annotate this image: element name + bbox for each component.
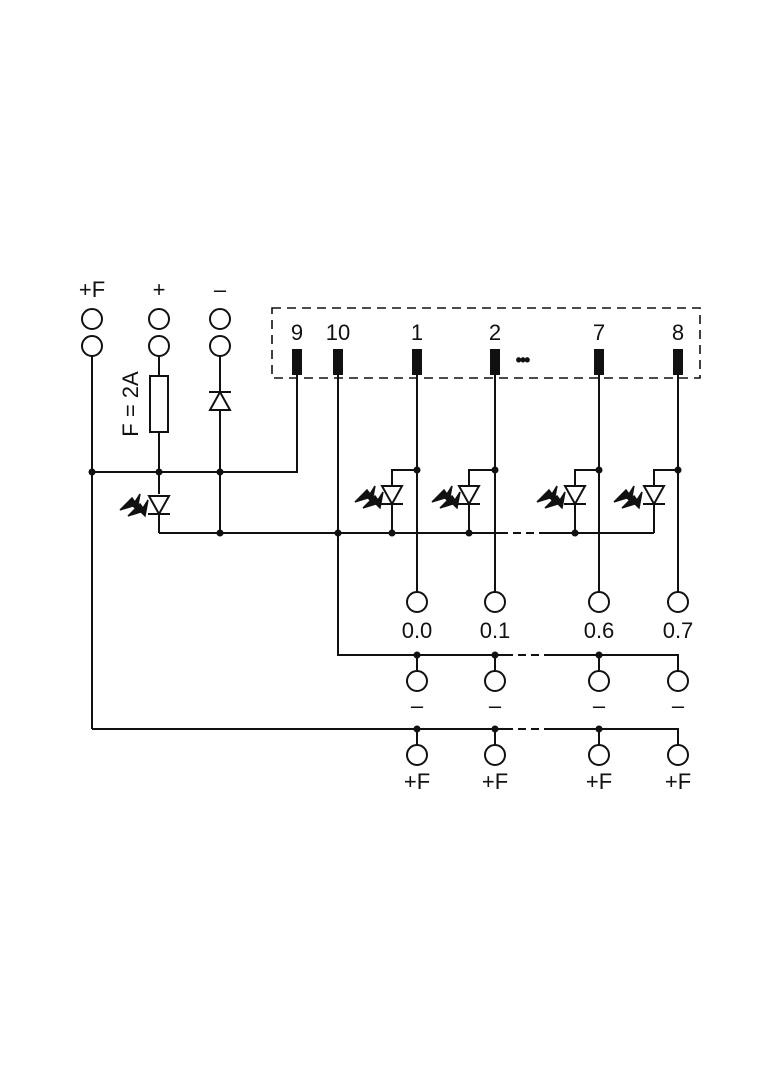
diode-minus-line — [208, 389, 232, 411]
pin-label-1: 1 — [411, 320, 423, 345]
led-power — [147, 495, 171, 533]
junction-dot — [155, 468, 163, 476]
output-label-0-1: 0.1 — [480, 618, 511, 643]
junction-dot — [216, 529, 224, 537]
minus-label: – — [593, 693, 606, 718]
led-light-icon — [536, 485, 566, 510]
plus-f-terminals — [406, 725, 689, 766]
pin-1 — [412, 349, 422, 375]
fuse-label: F = 2A — [118, 371, 143, 437]
pin-ellipsis: ••• — [516, 350, 531, 370]
junction-dot — [88, 468, 96, 476]
junction-dot — [216, 468, 224, 476]
output-channel-8 — [642, 375, 689, 613]
pin-label-9: 9 — [291, 320, 303, 345]
pin-10 — [333, 349, 343, 375]
pin-2 — [490, 349, 500, 375]
pin-9 — [292, 349, 302, 375]
plus-f-label: +F — [482, 769, 508, 794]
plus-f-label: +F — [404, 769, 430, 794]
connector-frame — [271, 307, 701, 379]
minus-label: – — [489, 693, 502, 718]
minus-label: – — [672, 693, 685, 718]
terminal-plus-f — [81, 308, 103, 357]
terminal-label-plus: + — [153, 277, 166, 302]
output-label-0-6: 0.6 — [584, 618, 615, 643]
pin-label-10: 10 — [326, 320, 350, 345]
led-light-icon — [119, 493, 149, 518]
plus-f-label: +F — [586, 769, 612, 794]
minus-terminals — [406, 651, 689, 692]
led-light-icon — [613, 485, 643, 510]
pin-8 — [673, 349, 683, 375]
output-label-0-0: 0.0 — [402, 618, 433, 643]
pin-label-8: 8 — [672, 320, 684, 345]
wire-plus-f-bus — [548, 728, 679, 745]
pin-7 — [594, 349, 604, 375]
terminal-plus — [148, 308, 170, 357]
wire-pin-10 — [337, 375, 417, 656]
fuse-symbol — [149, 375, 169, 433]
terminal-label-plus-f: +F — [79, 277, 105, 302]
wire-minus-bus — [548, 654, 679, 671]
output-channel-1 — [380, 375, 428, 613]
output-label-0-7: 0.7 — [663, 618, 694, 643]
output-channel-7 — [563, 375, 610, 613]
terminal-label-minus: – — [214, 277, 227, 302]
pin-label-7: 7 — [593, 320, 605, 345]
terminal-minus — [209, 308, 231, 357]
led-light-icon — [354, 485, 384, 510]
minus-label: – — [411, 693, 424, 718]
plus-f-label: +F — [665, 769, 691, 794]
led-light-icon — [431, 485, 461, 510]
pin-label-2: 2 — [489, 320, 501, 345]
output-channel-2 — [457, 375, 506, 613]
